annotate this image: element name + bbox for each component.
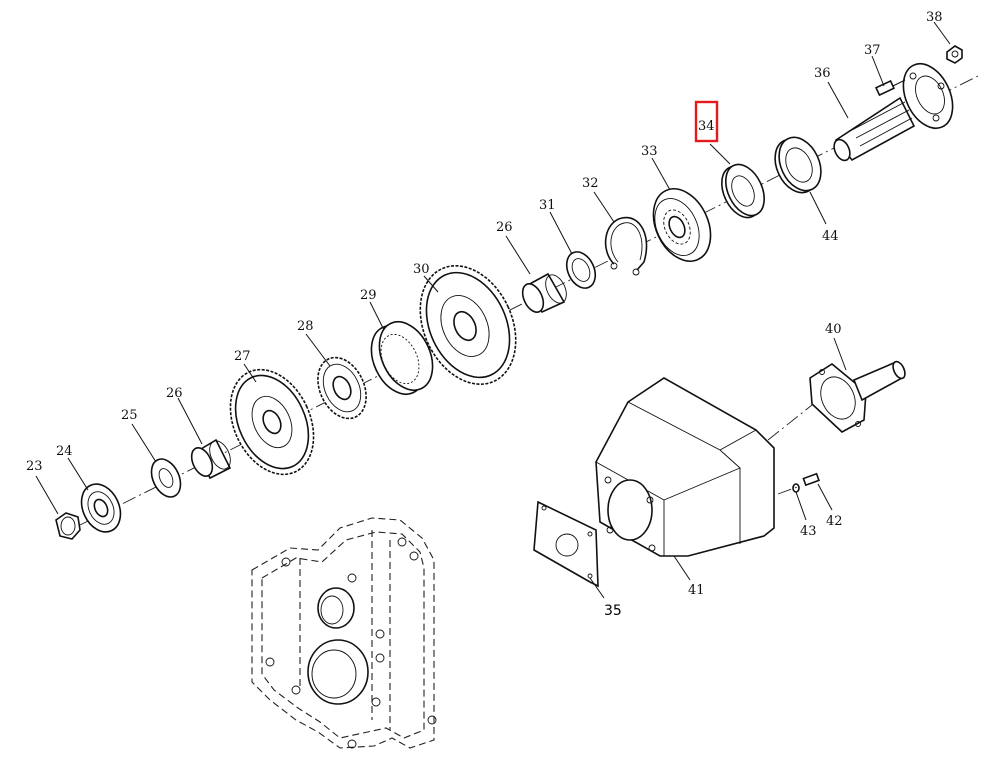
part-37-bolt[interactable] xyxy=(874,79,906,97)
label-24: 24 xyxy=(56,444,73,459)
part-36-output-shaft[interactable] xyxy=(831,56,962,163)
label-44: 44 xyxy=(822,229,839,244)
label-28: 28 xyxy=(297,319,314,334)
label-35: 35 xyxy=(604,603,622,619)
part-29-ring[interactable] xyxy=(361,313,443,403)
label-40: 40 xyxy=(825,322,842,337)
part-31-ring[interactable] xyxy=(561,247,601,292)
label-31: 31 xyxy=(539,198,556,213)
label-30: 30 xyxy=(413,262,430,277)
part-24-bearing[interactable] xyxy=(74,478,128,539)
part-43-washer[interactable] xyxy=(792,483,800,493)
bolt-axis xyxy=(777,485,801,495)
part-33-bearing[interactable] xyxy=(642,180,721,271)
part-26-bushing-upper[interactable] xyxy=(519,272,571,316)
label-33: 33 xyxy=(641,144,658,159)
part-42-bolt[interactable] xyxy=(802,472,820,487)
label-25: 25 xyxy=(121,408,138,423)
part-34-seal[interactable] xyxy=(714,158,772,223)
label-38: 38 xyxy=(926,10,943,25)
part-32-circlip[interactable] xyxy=(604,216,648,276)
label-37: 37 xyxy=(864,43,881,58)
leader-lines xyxy=(35,21,951,599)
label-43: 43 xyxy=(800,524,817,539)
part-41-housing[interactable] xyxy=(595,377,775,557)
cover-axis xyxy=(767,404,813,441)
label-27: 27 xyxy=(234,349,251,364)
part-27-gear[interactable] xyxy=(214,356,329,488)
highlight-box-34 xyxy=(694,100,719,143)
label-41: 41 xyxy=(688,583,705,598)
label-42: 42 xyxy=(826,514,843,529)
label-23: 23 xyxy=(26,459,43,474)
part-38-nut[interactable] xyxy=(946,45,963,64)
part-26-bushing-lower[interactable] xyxy=(188,438,235,480)
part-35-gasket[interactable] xyxy=(533,500,599,588)
part-30-gear[interactable] xyxy=(402,250,534,400)
label-29: 29 xyxy=(360,288,377,303)
part-40-cover[interactable] xyxy=(809,360,907,433)
label-34: 34 xyxy=(698,119,715,134)
part-28-gear[interactable] xyxy=(309,350,376,427)
label-26-lower: 26 xyxy=(166,386,183,401)
part-44-seal[interactable] xyxy=(767,131,829,200)
label-32: 32 xyxy=(582,176,599,191)
label-26-upper: 26 xyxy=(496,220,513,235)
label-36: 36 xyxy=(814,66,831,81)
part-23-nut[interactable] xyxy=(55,512,81,540)
part-25-washer[interactable] xyxy=(146,454,186,501)
transmission-case xyxy=(251,517,437,749)
